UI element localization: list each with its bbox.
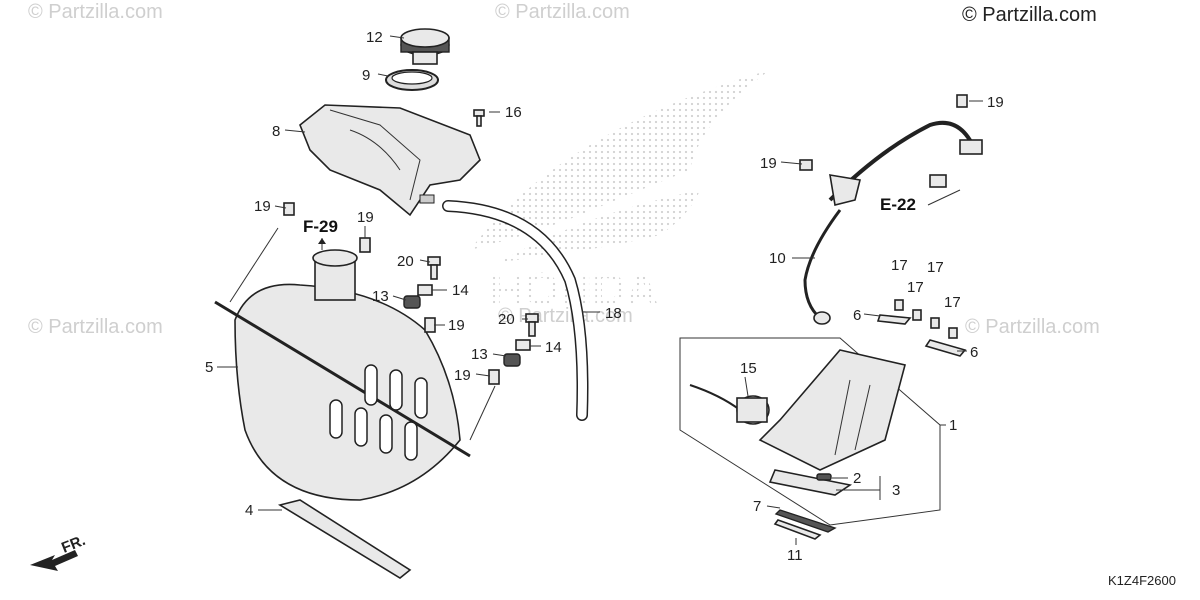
tank-top-cover-part bbox=[299, 104, 481, 217]
callout-12: 12 bbox=[366, 29, 383, 46]
callout-19-f: 19 bbox=[760, 155, 777, 172]
callout-13-b: 13 bbox=[471, 346, 488, 363]
callout-11: 11 bbox=[787, 547, 803, 564]
callout-17-d: 17 bbox=[944, 294, 961, 311]
callout-18: 18 bbox=[605, 305, 622, 322]
gasket-7-part bbox=[774, 509, 837, 533]
callout-4: 4 bbox=[245, 502, 253, 519]
callout-leaders bbox=[217, 35, 983, 545]
copyright-top-right: © Partzilla.com bbox=[962, 4, 1097, 26]
fuel-pump-assembly-part bbox=[679, 337, 941, 526]
fuel-filter-part bbox=[736, 395, 770, 425]
callout-14-b: 14 bbox=[545, 339, 562, 356]
fuel-tank-part bbox=[214, 249, 471, 501]
cap-seal-ring-part bbox=[385, 69, 439, 91]
watermark-mid-right: © Partzilla.com bbox=[965, 316, 1100, 338]
callout-20-b: 20 bbox=[498, 311, 515, 328]
grommet-13-part bbox=[403, 295, 521, 367]
front-label: FR. bbox=[59, 532, 88, 557]
callout-19-e: 19 bbox=[987, 94, 1004, 111]
bolt-19-part bbox=[283, 94, 968, 385]
callout-19-c: 19 bbox=[448, 317, 465, 334]
tank-rubber-strip-part bbox=[277, 499, 412, 579]
callout-8: 8 bbox=[272, 123, 280, 140]
callout-17-c: 17 bbox=[927, 259, 944, 276]
callout-17-a: 17 bbox=[891, 257, 908, 274]
callout-16: 16 bbox=[505, 104, 522, 121]
callout-10: 10 bbox=[769, 250, 786, 267]
callout-2: 2 bbox=[853, 470, 861, 487]
callout-17-b: 17 bbox=[907, 279, 924, 296]
front-direction-indicator: FR. bbox=[30, 532, 88, 571]
callout-1: 1 bbox=[949, 417, 957, 434]
plate-6-part bbox=[876, 314, 967, 357]
watermark-mid-left: © Partzilla.com bbox=[28, 316, 163, 338]
callout-6-a: 6 bbox=[853, 307, 861, 324]
callout-19-d: 19 bbox=[454, 367, 471, 384]
watermark-top-center: © Partzilla.com bbox=[495, 1, 630, 23]
callout-5: 5 bbox=[205, 359, 213, 376]
callout-13-a: 13 bbox=[372, 288, 389, 305]
callout-3: 3 bbox=[892, 482, 900, 499]
screw-16-part bbox=[473, 109, 485, 127]
callout-7: 7 bbox=[753, 498, 761, 515]
fuel-pump-wire-part bbox=[803, 120, 983, 325]
callout-14-a: 14 bbox=[452, 282, 469, 299]
callout-6-b: 6 bbox=[970, 344, 978, 361]
reference-e22: E-22 bbox=[880, 195, 916, 214]
diagram-code: K1Z4F2600 bbox=[1108, 573, 1176, 588]
reference-f29: F-29 bbox=[303, 217, 338, 236]
callout-19-b: 19 bbox=[357, 209, 374, 226]
watermark-top-left: © Partzilla.com bbox=[28, 1, 163, 23]
seal-2-part bbox=[816, 473, 832, 481]
callout-9: 9 bbox=[362, 67, 370, 84]
callout-15: 15 bbox=[740, 360, 757, 377]
callout-20-a: 20 bbox=[397, 253, 414, 270]
clip-17-part bbox=[894, 299, 958, 339]
fuel-cap-part bbox=[400, 28, 450, 65]
plate-11-part bbox=[773, 519, 822, 540]
bolt-20-part bbox=[427, 256, 539, 337]
callout-19-a: 19 bbox=[254, 198, 271, 215]
